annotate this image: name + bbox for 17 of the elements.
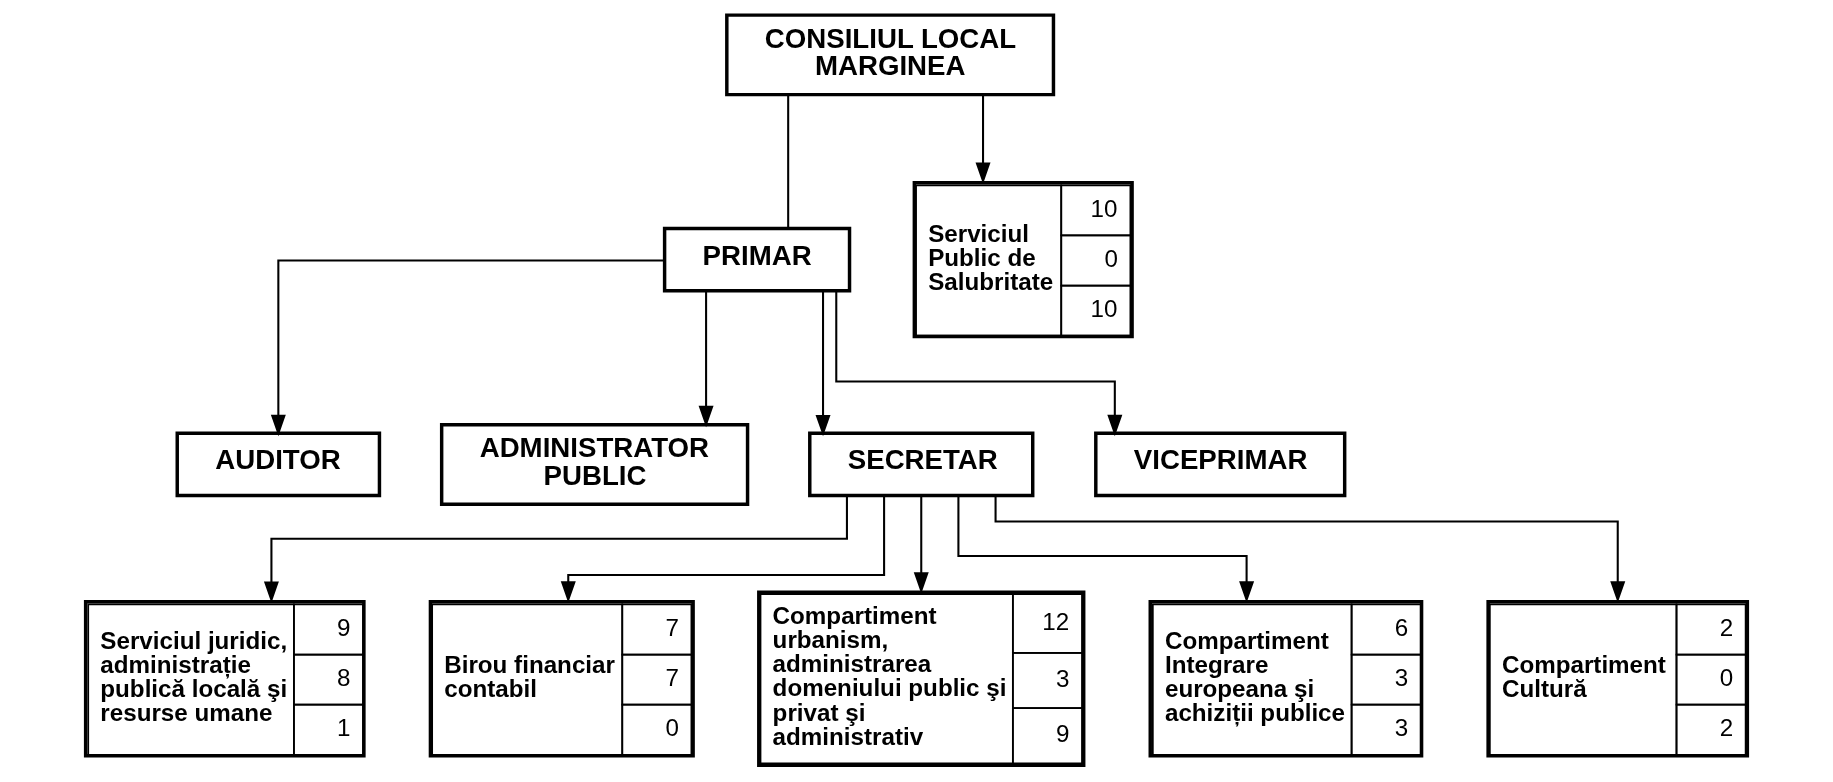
arrow [815, 291, 831, 437]
arrow [560, 495, 886, 603]
arrow [975, 94, 991, 184]
node-box: VICEPRIMAR [1094, 431, 1347, 498]
arrow [270, 259, 665, 437]
arrow [698, 291, 714, 428]
node-box: SECRETAR [808, 431, 1035, 498]
connector [787, 94, 790, 229]
arrow [957, 495, 1255, 603]
node-box: AUDITOR [175, 431, 382, 498]
node-box: CONSILIUL LOCAL MARGINEA [725, 13, 1056, 97]
arrow [913, 495, 929, 594]
arrow [835, 291, 1123, 437]
node-box: PRIMAR [662, 226, 852, 293]
arrow [994, 495, 1626, 603]
arrow [263, 496, 848, 603]
node-box: ADMINISTRATOR PUBLIC [439, 422, 750, 506]
